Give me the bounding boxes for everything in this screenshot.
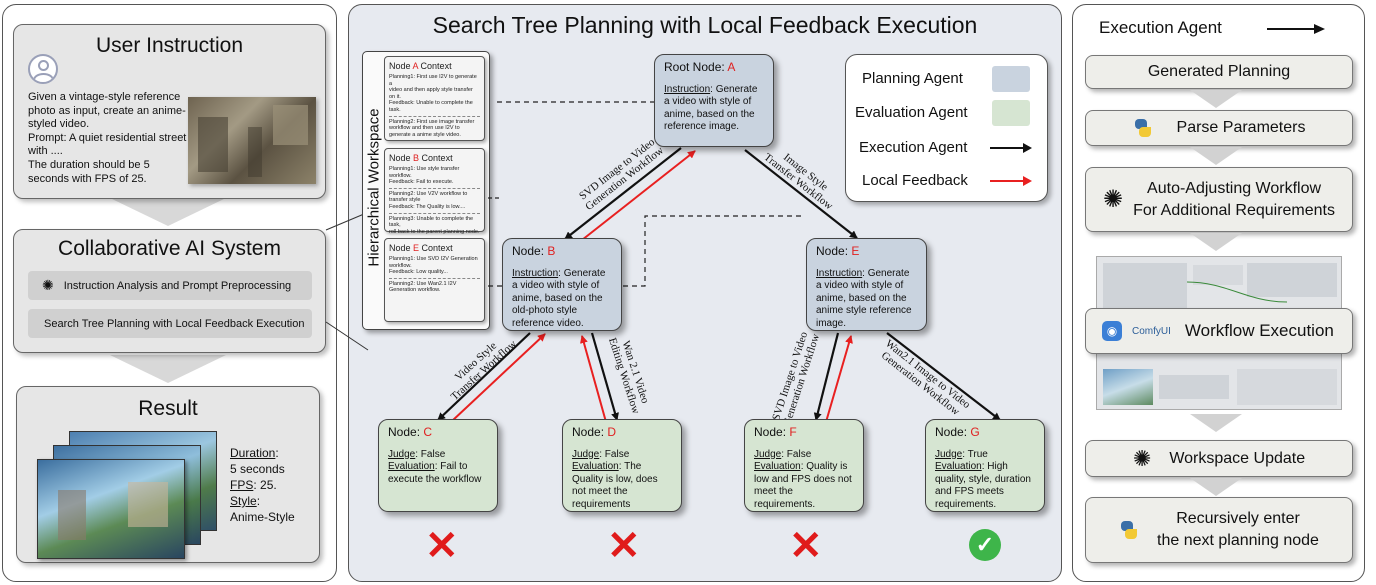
flow-chevron (1190, 90, 1242, 108)
edge-a-b-exec (564, 147, 682, 240)
parse-parameters-step: Parse Parameters (1085, 110, 1353, 146)
zoom-connector (325, 213, 369, 351)
context-link-e (488, 215, 805, 287)
flow-chevron (1190, 147, 1242, 165)
edge-e-f-exec (813, 332, 840, 421)
python-icon (1133, 118, 1153, 138)
search-tree-item: Search Tree Planning with Local Feedback… (28, 309, 312, 338)
instruction-text: Given a vintage-style reference photo as… (28, 91, 187, 185)
edge-b-c-exec (437, 332, 531, 421)
instruction-analysis-item: ✺ Instruction Analysis and Prompt Prepro… (28, 271, 312, 300)
edge-e-g-exec (886, 332, 1001, 421)
fail-cross-icon: ✕ (425, 524, 459, 568)
flow-chevron (1190, 414, 1242, 432)
openai-icon: ✺ (42, 277, 54, 293)
node-g: Node: G Judge: True Evaluation: High qua… (925, 419, 1045, 512)
edge-b-a-feedback (581, 150, 696, 241)
flow-chevron (110, 355, 226, 383)
result-frame-front (37, 459, 185, 559)
auto-adjust-step: ✺ Auto-Adjusting Workflow For Additional… (1085, 167, 1353, 232)
center-title: Search Tree Planning with Local Feedback… (432, 12, 978, 38)
python-icon (1119, 520, 1139, 540)
user-instruction-title: User Instruction (95, 34, 244, 57)
comfyui-logo-text: ComfyUI (1132, 325, 1171, 337)
workspace-update-step: ✺ Workspace Update (1085, 440, 1353, 477)
context-node-b: Node B Context Planning1: Use style tran… (384, 148, 485, 235)
fail-cross-icon: ✕ (789, 524, 823, 568)
legend-evaluation-swatch (992, 100, 1030, 126)
edge-b-d-exec (590, 332, 619, 421)
comfyui-logo-icon: ◉ (1102, 321, 1122, 341)
node-d: Node: D Judge: False Evaluation: The Qua… (562, 419, 682, 512)
context-node-a: Node A Context Planning1: First use I2V … (384, 56, 485, 141)
openai-icon: ✺ (1103, 186, 1124, 213)
right-panel (1072, 4, 1365, 582)
flow-chevron (1190, 233, 1242, 251)
reference-photo (188, 97, 316, 184)
collab-ai-title: Collaborative AI System (58, 237, 281, 260)
legend-execution-label: Execution Agent (859, 139, 968, 156)
edge-a-e-exec (744, 149, 858, 239)
node-b: Node: B Instruction: Generate a video wi… (502, 238, 622, 331)
fail-cross-icon: ✕ (607, 524, 641, 568)
workflow-execution-step: ◉ ComfyUI Workflow Execution (1085, 308, 1353, 354)
legend: Planning Agent Evaluation Agent Executio… (845, 54, 1048, 202)
collab-ai-card: Collaborative AI System ✺ Instruction An… (13, 229, 326, 353)
generated-planning-step: Generated Planning (1085, 55, 1353, 89)
edge-d-b-feedback (580, 335, 607, 423)
context-node-e: Node E Context Planning1: Use SVD I2V Ge… (384, 238, 485, 322)
left-panel (2, 4, 337, 582)
result-title: Result (138, 397, 198, 420)
recursive-step: Recursively enter the next planning node (1085, 497, 1353, 563)
legend-execution-arrow (990, 143, 1032, 153)
openai-icon: ✺ (1132, 445, 1152, 471)
node-e: Node: E Instruction: Generate a video wi… (806, 238, 927, 331)
legend-planning-swatch (992, 66, 1030, 92)
result-specs: Duration: 5 seconds FPS: 25. Style: Anim… (230, 446, 295, 524)
result-card: Result Duration: 5 seconds FPS: 25. Styl… (16, 386, 320, 563)
node-c: Node: C Judge: False Evaluation: Fail to… (378, 419, 498, 512)
legend-evaluation-label: Evaluation Agent (855, 104, 968, 121)
user-avatar-icon (28, 54, 58, 84)
legend-feedback-label: Local Feedback (862, 172, 968, 189)
success-check-icon: ✓ (969, 529, 1001, 561)
edge-f-e-feedback (825, 335, 853, 423)
flow-chevron (1190, 478, 1242, 496)
user-instruction-card: User Instruction Given a vintage-style r… (13, 24, 326, 199)
legend-planning-label: Planning Agent (862, 70, 963, 87)
right-header-arrow (1267, 24, 1325, 34)
node-f: Node: F Judge: False Evaluation: Quality… (744, 419, 864, 512)
legend-feedback-arrow (990, 176, 1032, 186)
right-header: Execution Agent (1099, 18, 1222, 37)
node-a: Root Node: A Instruction: Generate a vid… (654, 54, 774, 147)
flow-chevron (110, 198, 226, 226)
edge-c-b-feedback (451, 333, 546, 422)
